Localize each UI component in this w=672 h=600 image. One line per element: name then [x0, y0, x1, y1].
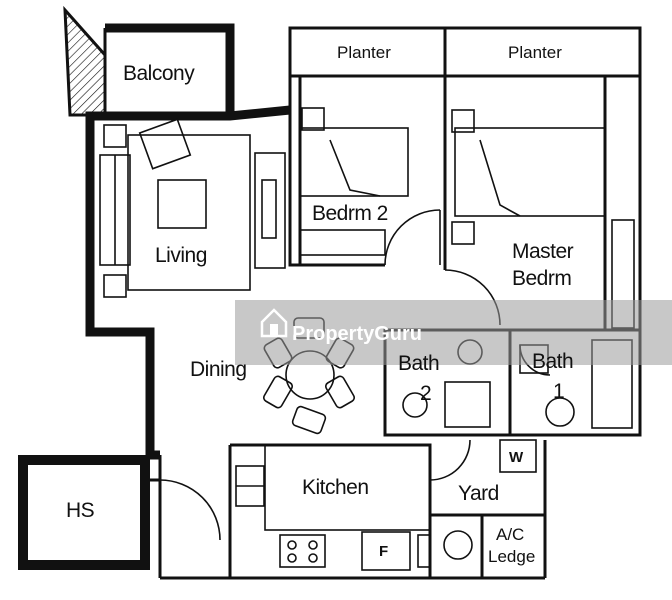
ac-ledge-label-line2: Ledge: [488, 547, 535, 566]
hs-room: [18, 455, 230, 580]
master-bedroom-label-line2: Bedrm: [512, 267, 571, 290]
living-room: [99, 118, 286, 298]
kitchen-label: Kitchen: [302, 476, 369, 499]
dining-label: Dining: [190, 358, 247, 381]
bath-1-label-line2: 1: [553, 380, 564, 403]
balcony-area: [63, 5, 235, 117]
propertyguru-logo-icon: [260, 308, 288, 338]
washer-label: W: [509, 449, 524, 466]
fridge-label: F: [379, 543, 388, 560]
master-bedroom-label-line1: Master: [512, 240, 574, 263]
watermark: PropertyGuru: [235, 300, 672, 365]
planter-left-label: Planter: [337, 43, 391, 62]
bedroom-2-room: [288, 76, 447, 270]
bath-2-label-line1: Bath: [398, 352, 439, 375]
master-bedroom-room: [444, 76, 635, 330]
yard-label: Yard: [458, 482, 499, 505]
living-label: Living: [155, 244, 207, 267]
ac-ledge-label-line1: A/C: [496, 525, 524, 544]
planter-right-label: Planter: [508, 43, 562, 62]
bedroom-2-label: Bedrm 2: [312, 202, 388, 225]
bath-2-label-line2: 2: [420, 382, 431, 405]
bath-1-label-line1: Bath: [532, 350, 573, 373]
yard-area: [429, 439, 545, 578]
watermark-text: PropertyGuru: [292, 323, 422, 345]
balcony-label: Balcony: [123, 62, 195, 85]
kitchen-room: [230, 443, 432, 578]
hs-label: HS: [66, 499, 95, 522]
planters: [288, 26, 642, 78]
room-labels: Balcony Planter Planter Bedrm 2 Master B…: [66, 43, 574, 566]
